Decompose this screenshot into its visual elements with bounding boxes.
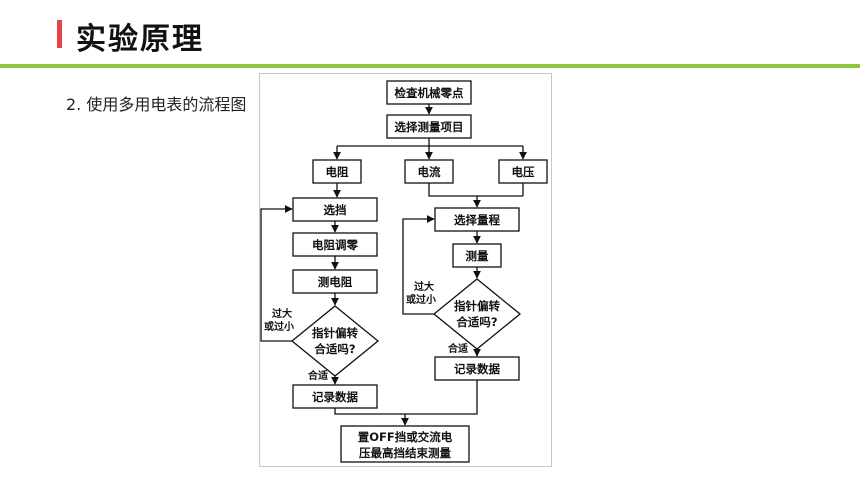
label-too-large-r-1: 过大 — [272, 307, 292, 320]
label-record-iv: 记录数据 — [454, 362, 500, 376]
label-ok-r: 合适 — [307, 369, 328, 382]
label-check-zero: 检查机械零点 — [395, 86, 464, 100]
header-divider — [0, 64, 860, 68]
label-decision-iv-2: 合适吗? — [456, 315, 497, 329]
label-select-range-r: 选挡 — [324, 203, 347, 217]
diamond-r — [290, 305, 380, 377]
page-title: 实验原理 — [76, 22, 204, 57]
flowchart-figure: 检查机械零点 选择测量项目 电阻 电流 电压 选挡 电阻调零 测电阻 指针偏转 … — [259, 73, 552, 467]
label-select-item: 选择测量项目 — [395, 120, 464, 134]
flowchart-svg: 检查机械零点 选择测量项目 电阻 电流 电压 选挡 电阻调零 测电阻 指针偏转 … — [260, 80, 548, 463]
label-measure-iv: 测量 — [466, 249, 489, 263]
label-end-2: 压最高挡结束测量 — [359, 446, 451, 460]
label-current: 电流 — [418, 165, 441, 179]
label-too-large-r-2: 或过小 — [264, 320, 294, 333]
label-measure-r: 测电阻 — [318, 275, 353, 289]
label-decision-iv-1: 指针偏转 — [454, 299, 500, 313]
label-ohm-zero: 电阻调零 — [312, 238, 358, 252]
label-resistance: 电阻 — [326, 165, 349, 179]
label-decision-r-2: 合适吗? — [314, 342, 355, 356]
diamond-iv — [432, 278, 522, 350]
label-decision-r-1: 指针偏转 — [312, 326, 358, 340]
label-end-1: 置OFF挡或交流电 — [358, 430, 453, 444]
title-accent-bar — [57, 20, 62, 48]
section-subtitle: 2. 使用多用电表的流程图 — [66, 95, 247, 114]
label-voltage: 电压 — [512, 165, 535, 179]
label-ok-iv: 合适 — [447, 342, 468, 355]
box-end — [340, 425, 470, 463]
label-select-range-iv: 选择量程 — [454, 213, 500, 227]
label-record-r: 记录数据 — [312, 390, 358, 404]
label-too-large-iv-1: 过大 — [414, 280, 434, 293]
label-too-large-iv-2: 或过小 — [406, 293, 436, 306]
